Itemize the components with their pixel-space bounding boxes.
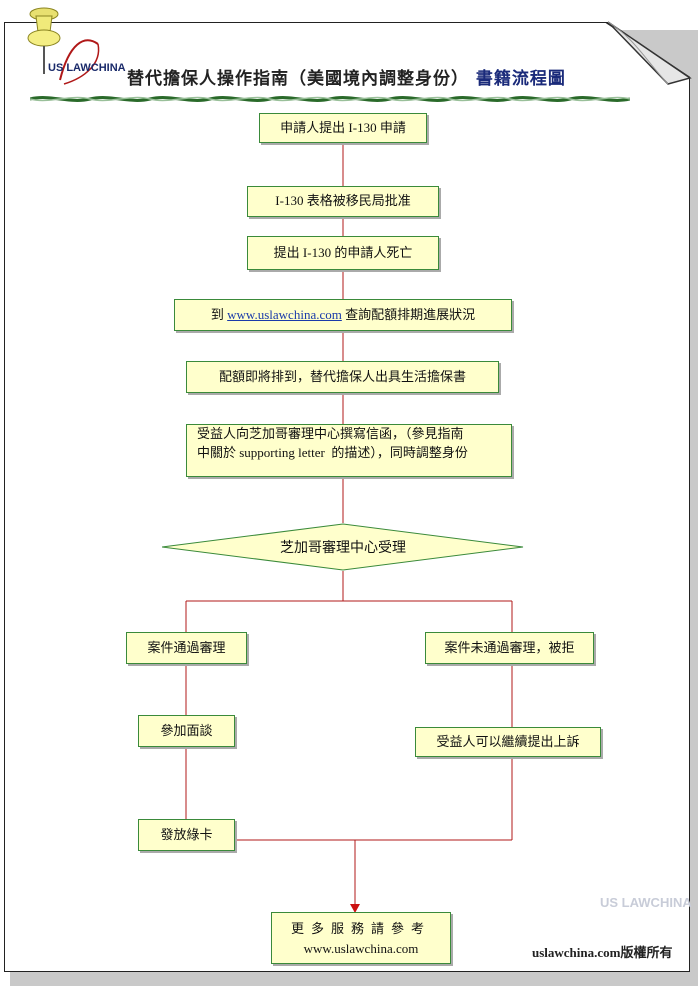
step-substitute-sponsor-label: 配額即將排到，替代擔保人出具生活擔保書 — [218, 368, 466, 384]
step-case-rejected: 案件未通過審理，被拒 — [425, 632, 594, 664]
page-title: 替代擔保人操作指南（美國境內調整身份） 書籍流程圖 — [127, 64, 566, 89]
more-services-label: 更多服務請參考 — [290, 921, 431, 936]
more-services-box: 更多服務請參考 www.uslawchina.com — [271, 912, 451, 964]
step-i130-filing-label: 申請人提出 I-130 申請 — [280, 119, 406, 135]
step-i130-approved-label: I-130 表格被移民局批准 — [275, 193, 411, 209]
step-appeal: 受益人可以繼續提出上訴 — [415, 727, 601, 757]
step-supporting-letter-line2: 中關於 supporting letter 的描述），同時調整身份 — [197, 444, 468, 460]
step-green-card-label: 發放綠卡 — [160, 826, 213, 842]
step-petitioner-deceased: 提出 I-130 的申請人死亡 — [247, 236, 439, 270]
step-case-rejected-label: 案件未通過審理，被拒 — [444, 639, 575, 655]
step-case-approved: 案件通過審理 — [126, 632, 247, 664]
step-interview: 參加面談 — [138, 715, 235, 747]
step-i130-approved: I-130 表格被移民局批准 — [247, 186, 439, 217]
step-check-suffix: 查詢配額排期進展狀況 — [341, 306, 476, 322]
title-accent: 書籍流程圖 — [475, 69, 566, 89]
step-check-priority-date: 到 www.uslawchina.com 查詢配額排期進展狀況 — [174, 299, 512, 331]
footer-site-link[interactable]: www.uslawchina.com — [303, 940, 419, 956]
page-curl — [607, 21, 692, 85]
step-case-approved-label: 案件通過審理 — [147, 639, 226, 655]
step-petitioner-deceased-label: 提出 I-130 的申請人死亡 — [273, 244, 413, 260]
step-check-prefix: 到 — [210, 306, 228, 322]
step-supporting-letter: 受益人向芝加哥審理中心撰寫信函，（參見指南 中關於 supporting let… — [186, 424, 512, 477]
step-green-card: 發放綠卡 — [138, 819, 235, 851]
decision-label: 芝加哥審理中心受理 — [280, 541, 406, 556]
copyright-notice: uslawchina.com版權所有 — [532, 945, 673, 960]
step-i130-filing: 申請人提出 I-130 申請 — [259, 113, 427, 143]
logo-wordmark: US LAWCHINA — [48, 62, 126, 74]
decorative-rope — [30, 96, 630, 102]
logo-icon — [27, 7, 100, 85]
decision-diamond — [162, 523, 524, 571]
uslawchina-link[interactable]: www.uslawchina.com — [227, 306, 342, 322]
step-appeal-label: 受益人可以繼續提出上訴 — [436, 733, 580, 749]
step-supporting-letter-line1: 受益人向芝加哥審理中心撰寫信函，（參見指南 — [197, 426, 464, 441]
title-main: 替代擔保人操作指南（美國境內調整身份） — [127, 69, 469, 89]
step-interview-label: 參加面談 — [160, 722, 213, 738]
step-substitute-sponsor: 配額即將排到，替代擔保人出具生活擔保書 — [186, 361, 499, 393]
watermark-logo: US LAWCHINA — [600, 895, 692, 910]
